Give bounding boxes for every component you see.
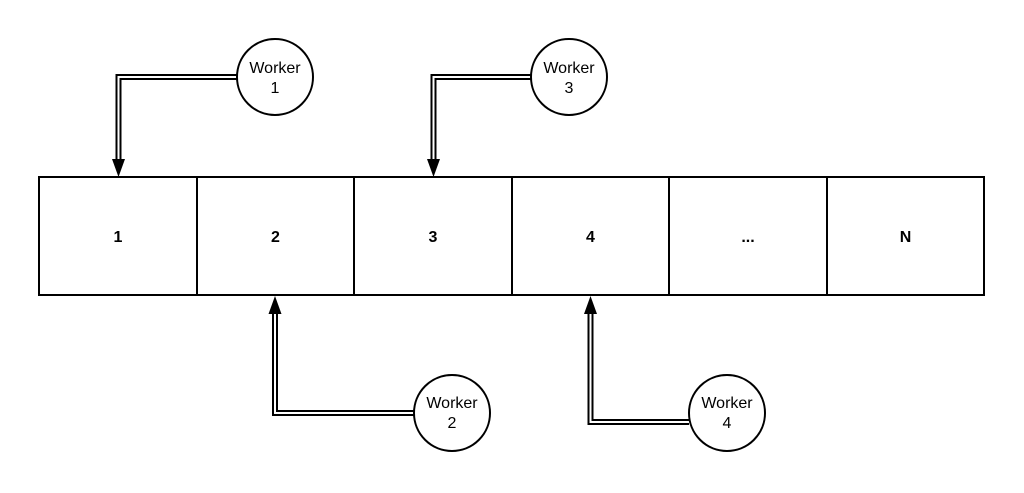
array-cell-3 (353, 176, 513, 296)
array-cell-label-1: 1 (114, 229, 123, 246)
array-cell-6 (826, 176, 985, 296)
arrowhead-worker-1 (112, 159, 125, 177)
array-cell-5 (668, 176, 828, 296)
worker-label-3-name: Worker (543, 60, 595, 77)
array-cell-2 (196, 176, 355, 296)
connector-worker-4 (584, 296, 689, 425)
array-cell-label-4: 4 (586, 229, 595, 246)
arrowhead-worker-3 (427, 159, 440, 177)
array-cell-1 (38, 176, 198, 296)
arrowhead-worker-4 (584, 296, 597, 314)
array-strip: 1 2 3 4 ... N (38, 176, 985, 296)
worker-label-3-number: 3 (565, 80, 574, 97)
array-cell-4 (511, 176, 670, 296)
worker-label-4-name: Worker (701, 395, 753, 412)
worker-node-2: Worker 2 (413, 374, 491, 452)
worker-label-4-number: 4 (723, 415, 732, 432)
arrowhead-worker-2 (268, 296, 282, 314)
connector-worker-1 (112, 74, 237, 177)
worker-label-1-number: 1 (271, 80, 280, 97)
array-cell-label-2: 2 (271, 229, 280, 246)
array-cell-label-5: ... (741, 229, 754, 246)
connector-worker-3 (427, 74, 531, 177)
worker-node-1: Worker 1 (236, 38, 314, 116)
array-cell-label-3: 3 (429, 229, 438, 246)
worker-node-3: Worker 3 (530, 38, 608, 116)
worker-label-2-name: Worker (426, 395, 478, 412)
array-cell-label-6: N (900, 229, 912, 246)
worker-label-2-number: 2 (448, 415, 457, 432)
connector-worker-2 (268, 296, 414, 416)
worker-node-4: Worker 4 (688, 374, 766, 452)
worker-label-1-name: Worker (249, 60, 301, 77)
